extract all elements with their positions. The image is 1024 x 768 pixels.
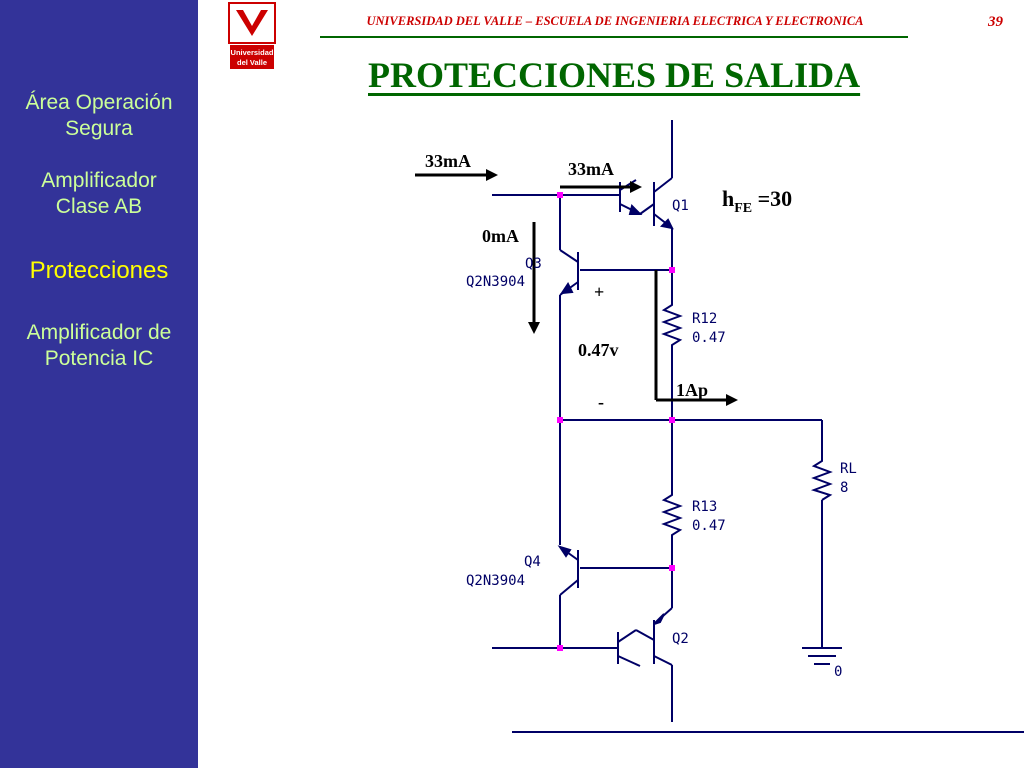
logo-text-line2: del Valle <box>237 58 267 67</box>
label-input-current: 33mA <box>425 151 471 171</box>
label-base-current: 33mA <box>568 159 614 179</box>
circuit-nodes <box>557 192 675 651</box>
logo-frame <box>228 2 276 44</box>
university-logo: Universidad del Valle <box>228 2 276 69</box>
circuit-wires <box>492 120 1024 733</box>
hfe-subscript: FE <box>734 201 752 216</box>
ground-symbol <box>802 647 842 665</box>
component-r12-value: 0.47 <box>692 330 726 346</box>
logo-text-line1: Universidad <box>231 48 274 57</box>
component-q2: Q2 <box>672 631 689 647</box>
component-r13-value: 0.47 <box>692 518 726 534</box>
transistor-q2 <box>617 607 673 667</box>
label-minus: - <box>598 392 604 412</box>
component-rl-value: 8 <box>840 480 848 496</box>
header-divider <box>320 36 908 38</box>
component-q3-part: Q2N3904 <box>466 274 525 290</box>
page-number: 39 <box>988 14 1003 30</box>
transistor-q3 <box>559 249 579 296</box>
component-r13: R13 <box>692 499 717 515</box>
component-rl: RL <box>840 461 857 477</box>
resistor-r12 <box>661 298 683 350</box>
sidebar-item-label: Segura <box>65 117 133 140</box>
sidebar-item-protecciones[interactable]: Protecciones <box>0 258 198 284</box>
hfe-value: =30 <box>752 186 792 211</box>
sidebar-item-label: Clase AB <box>55 195 143 218</box>
sidebar-item-label: Amplificador <box>41 169 157 192</box>
sidebar-item-amplificador-potencia-ic[interactable]: Amplificador de Potencia IC <box>0 320 198 372</box>
resistor-r13 <box>661 488 683 540</box>
label-plus: + <box>594 282 604 302</box>
component-q4-part: Q2N3904 <box>466 573 525 589</box>
page-title: PROTECCIONES DE SALIDA <box>368 55 861 95</box>
sidebar-item-label: Protecciones <box>29 257 169 284</box>
sidebar: Área Operación Segura Amplificador Clase… <box>0 0 198 768</box>
label-voltage: 0.47v <box>578 340 619 360</box>
header-institution: UNIVERSIDAD DEL VALLE – ESCUELA DE INGEN… <box>366 14 864 28</box>
component-r12: R12 <box>692 311 717 327</box>
current-arrows <box>415 169 738 406</box>
sidebar-item-label: Área Operación <box>25 91 173 114</box>
component-ground: 0 <box>834 664 842 680</box>
label-output-current: 1Ap <box>676 380 708 400</box>
sidebar-item-amplificador-clase-ab[interactable]: Amplificador Clase AB <box>0 168 198 220</box>
hfe-symbol: h <box>722 186 734 211</box>
resistor-rl <box>810 455 833 501</box>
logo-banner <box>230 45 274 69</box>
component-q3: Q3 <box>525 256 542 272</box>
logo-v-shape <box>236 10 268 36</box>
sidebar-item-label: Potencia IC <box>44 347 154 370</box>
label-hfe: hFE =30 <box>722 186 792 216</box>
component-q1: Q1 <box>672 198 689 214</box>
transistor-q4 <box>557 545 579 596</box>
component-q4: Q4 <box>524 554 541 570</box>
label-q3-current: 0mA <box>482 226 519 246</box>
sidebar-item-label: Amplificador de <box>26 321 172 344</box>
sidebar-item-area-operacion[interactable]: Área Operación Segura <box>0 90 198 142</box>
